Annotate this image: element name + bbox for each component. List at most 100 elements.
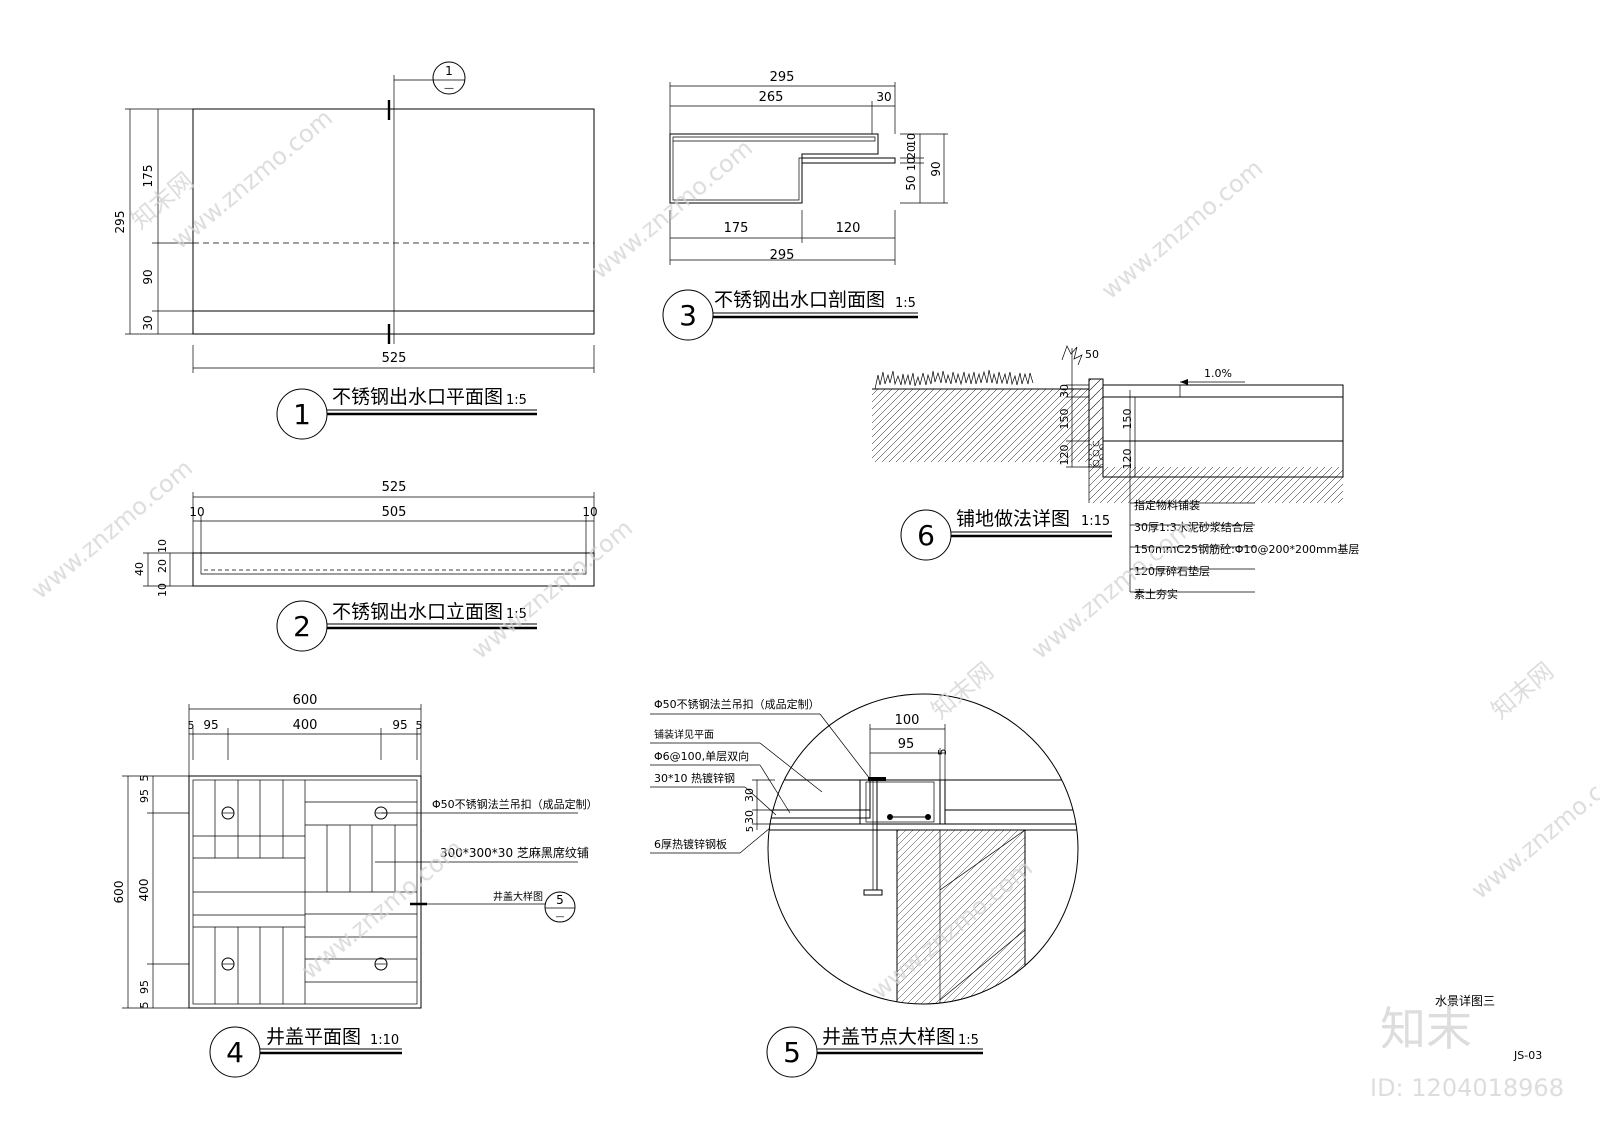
dim-5: 5 [416, 719, 423, 732]
label-stone: 300*300*30 芝麻黑席纹铺 [440, 845, 589, 860]
dim-100: 100 [895, 713, 920, 728]
dim-10: 10 [905, 157, 918, 171]
drawing-scale-4: 1:10 [370, 1033, 399, 1048]
drawing-number-1: 1 [293, 398, 311, 431]
svg-text:—: — [556, 912, 565, 922]
dim-10: 10 [156, 583, 169, 597]
drawing-scale-2: 1:5 [506, 607, 527, 622]
dim-10-right: 10 [582, 505, 597, 519]
dim-5: 5 [138, 1002, 151, 1009]
drawing-title-4: 井盖平面图 [266, 1026, 361, 1048]
detail-label-2: 铺装详见平面 [654, 728, 714, 741]
slope-label: 1.0% [1204, 367, 1232, 380]
drawing-2-elevation: 525 505 10 10 40 20 10 10 2 不锈钢出水口立面图 1:… [133, 480, 598, 652]
dim-30: 30 [743, 810, 756, 824]
label-flange: Φ50不锈钢法兰吊扣（成品定制） [432, 797, 598, 811]
dim-5: 5 [936, 749, 949, 756]
layer-label-4: 120厚碎石垫层 [1134, 564, 1210, 578]
drawing-title-5: 井盖节点大样图 [822, 1026, 955, 1048]
dim-600: 600 [112, 881, 126, 904]
dim-600: 600 [293, 693, 318, 708]
dim-20: 20 [156, 559, 169, 573]
drawing-number-5: 5 [783, 1036, 801, 1069]
drawing-number-3: 3 [679, 299, 697, 332]
dim-50: 50 [1085, 348, 1099, 361]
layer-label-5: 素土夯实 [1134, 587, 1178, 601]
dim-10: 10 [156, 539, 169, 553]
dim-95: 95 [203, 718, 218, 732]
dim-30: 30 [1058, 384, 1071, 398]
dim-95: 95 [138, 789, 151, 803]
drawing-3-section: 295 265 30 175 120 295 10 20 10 50 90 3 … [662, 70, 948, 341]
drawing-number-2: 2 [293, 610, 311, 643]
dim-400: 400 [293, 718, 318, 733]
svg-text:知末网: 知末网 [1486, 657, 1559, 725]
dim-5: 5 [188, 719, 195, 732]
watermark: 知末网 www.znzmo.com www.znzmo.com www.znzm… [26, 104, 1600, 1102]
dim-295: 295 [113, 211, 127, 234]
dim-50: 50 [904, 175, 918, 190]
drawing-number-4: 4 [226, 1036, 244, 1069]
svg-text:www.znzmo.com: www.znzmo.com [166, 104, 338, 255]
dim-150: 150 [1121, 409, 1134, 430]
dim-525: 525 [382, 480, 407, 495]
watermark-logo: 知末 [1380, 1002, 1472, 1056]
dim-120: 120 [836, 221, 861, 236]
dim-95: 95 [392, 718, 407, 732]
svg-text:www.znzmo.com: www.znzmo.com [586, 134, 758, 285]
drawing-scale-3: 1:5 [895, 296, 916, 311]
dim-400: 400 [137, 879, 151, 902]
detail-label-4: 30*10 热镀锌钢 [654, 771, 735, 785]
drawing-scale-1: 1:5 [506, 393, 527, 408]
svg-text:www.znzmo.com: www.znzmo.com [466, 514, 638, 665]
layer-label-2: 30厚1:3水泥砂浆结合层 [1134, 520, 1254, 534]
drawing-scale-5: 1:5 [958, 1033, 979, 1048]
svg-text:—: — [444, 83, 454, 94]
drawing-scale-6: 1:15 [1081, 514, 1110, 529]
svg-text:www.znzmo.com: www.znzmo.com [1466, 754, 1600, 905]
dim-5: 5 [138, 775, 151, 782]
dim-40: 40 [133, 562, 146, 576]
watermark-id: ID: 1204018968 [1370, 1074, 1564, 1102]
dim-5: 5 [745, 826, 756, 832]
dim-265: 265 [759, 90, 784, 105]
paving-pattern [193, 780, 417, 1004]
dim-10-left: 10 [189, 505, 204, 519]
sheet-title: 水景详图三 [1435, 993, 1495, 1008]
dim-525: 525 [382, 351, 407, 366]
detail-label-1: Φ50不锈钢法兰吊扣（成品定制） [654, 697, 820, 711]
drawing-title-2: 不锈钢出水口立面图 [332, 601, 503, 623]
ref-marker-5: 5 [556, 893, 564, 907]
drawing-6-paving: 1.0% 50 30 150 120 150 120 指定物料铺装 30厚1:3… [872, 345, 1359, 601]
drawing-5-node-detail: 100 95 5 30 30 5 Φ50不锈钢法兰吊扣（成品定制） 铺装详见平面… [650, 693, 1079, 1078]
dim-505: 505 [382, 505, 407, 520]
drawing-title-6: 铺地做法详图 [956, 508, 1070, 530]
dim-20: 20 [905, 145, 918, 159]
dim-120: 120 [1121, 449, 1134, 470]
dim-175: 175 [724, 221, 749, 236]
dim-95: 95 [138, 980, 151, 994]
drawing-title-1: 不锈钢出水口平面图 [332, 386, 503, 408]
sheet-code: JS-03 [1513, 1049, 1542, 1062]
dim-90: 90 [929, 161, 943, 176]
dim-95: 95 [898, 737, 915, 752]
svg-text:www.znzmo.com: www.znzmo.com [26, 454, 198, 605]
dim-150: 150 [1058, 409, 1071, 430]
bolt-icon [221, 806, 388, 971]
svg-text:知末网: 知末网 [926, 657, 999, 725]
dim-120: 120 [1058, 445, 1071, 466]
dim-30: 30 [141, 315, 155, 330]
svg-text:www.znzmo.com: www.znzmo.com [296, 834, 468, 985]
svg-text:www.znzmo.com: www.znzmo.com [1096, 154, 1268, 305]
section-marker-1: 1 [445, 64, 453, 78]
detail-label-3: Φ6@100,单层双向 [654, 749, 749, 763]
drawing-title-3: 不锈钢出水口剖面图 [714, 289, 885, 311]
dim-295: 295 [770, 248, 795, 263]
drawing-1-plan: 1 — 295 175 90 30 525 1 不锈钢出水口平面图 1:5 [113, 61, 595, 440]
detail-label-5: 6厚热镀锌钢板 [654, 837, 727, 851]
layer-label-3: 150mmC25钢筋砼:Φ10@200*200mm基层 [1134, 542, 1359, 556]
dim-175: 175 [141, 165, 155, 188]
grass-icon [874, 345, 1083, 390]
dim-90: 90 [141, 269, 155, 284]
